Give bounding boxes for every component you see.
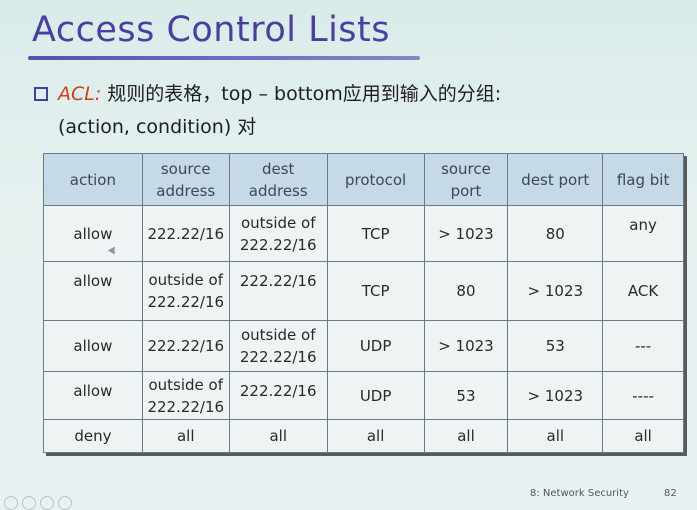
cell-source-port: > 1023 <box>423 205 509 262</box>
cell-protocol: UDP <box>326 320 425 372</box>
slide-title: Access Control Lists <box>32 10 391 50</box>
footer-chapter: 8: Network Security <box>530 488 629 499</box>
cell-source-address: 222.22/16 <box>141 205 230 262</box>
cell-source-address: 222.22/16 <box>141 320 230 372</box>
nav-next-icon[interactable] <box>22 496 36 510</box>
cell-dest-port: 53 <box>507 320 604 372</box>
table-row: allow 222.22/16 outside of 222.22/16 UDP… <box>43 320 684 372</box>
header-source-address: source address <box>141 153 230 206</box>
bullet-line-2: (action, condition) 对 <box>58 116 257 138</box>
cell-action: allow <box>43 205 143 262</box>
cell-action: allow <box>43 320 143 372</box>
header-dest-address: dest address <box>228 153 328 206</box>
header-flag-bit: flag bit <box>602 153 684 206</box>
cell-action: allow <box>43 371 143 420</box>
acl-table: action source address dest address proto… <box>43 153 684 453</box>
title-underline <box>28 56 420 60</box>
nav-prev-icon[interactable] <box>4 496 18 510</box>
square-bullet-icon <box>34 87 48 101</box>
slide-nav-controls[interactable] <box>4 496 72 510</box>
cell-dest-port: 80 <box>507 205 604 262</box>
table-row: allow outside of 222.22/16 222.22/16 TCP… <box>43 261 684 321</box>
header-action: action <box>43 153 143 206</box>
cell-dest-port: all <box>507 419 604 453</box>
table-header-row: action source address dest address proto… <box>43 153 684 206</box>
table-row: allow outside of 222.22/16 222.22/16 UDP… <box>43 371 684 420</box>
cell-protocol: TCP <box>326 261 425 321</box>
cell-source-address: all <box>141 419 230 453</box>
nav-pen-icon[interactable] <box>58 496 72 510</box>
cell-source-port: 80 <box>423 261 509 321</box>
header-protocol: protocol <box>326 153 425 206</box>
table-row: deny all all all all all all <box>43 419 684 453</box>
cell-dest-address: all <box>228 419 328 453</box>
cell-source-port: > 1023 <box>423 320 509 372</box>
cell-action: allow <box>43 261 143 321</box>
header-source-port: source port <box>423 153 509 206</box>
table-row: allow 222.22/16 outside of 222.22/16 TCP… <box>43 205 684 262</box>
cell-source-port: all <box>423 419 509 453</box>
cell-dest-address: outside of 222.22/16 <box>228 320 328 372</box>
cell-source-port: 53 <box>423 371 509 420</box>
cell-flag-bit: ---- <box>602 371 684 420</box>
cell-flag-bit: all <box>602 419 684 453</box>
cell-dest-address: 222.22/16 <box>228 371 328 420</box>
nav-menu-icon[interactable] <box>40 496 54 510</box>
cell-protocol: UDP <box>326 371 425 420</box>
bullet-line: ACL: 规则的表格，top – bottom应用到输入的分组: <box>34 80 674 108</box>
cell-dest-port: > 1023 <box>507 371 604 420</box>
cell-flag-bit: ACK <box>602 261 684 321</box>
header-dest-port: dest port <box>507 153 604 206</box>
cell-protocol: all <box>326 419 425 453</box>
cell-action: deny <box>43 419 143 453</box>
cell-source-address: outside of 222.22/16 <box>141 371 230 420</box>
cell-protocol: TCP <box>326 205 425 262</box>
cell-dest-address: outside of 222.22/16 <box>228 205 328 262</box>
cell-flag-bit: --- <box>602 320 684 372</box>
footer-page-number: 82 <box>664 488 677 499</box>
cell-dest-address: 222.22/16 <box>228 261 328 321</box>
cell-source-address: outside of 222.22/16 <box>141 261 230 321</box>
cell-dest-port: > 1023 <box>507 261 604 321</box>
bullet-text: 规则的表格，top – bottom应用到输入的分组: <box>101 83 502 105</box>
cell-flag-bit: any <box>602 205 684 262</box>
acl-term: ACL: <box>58 83 102 105</box>
